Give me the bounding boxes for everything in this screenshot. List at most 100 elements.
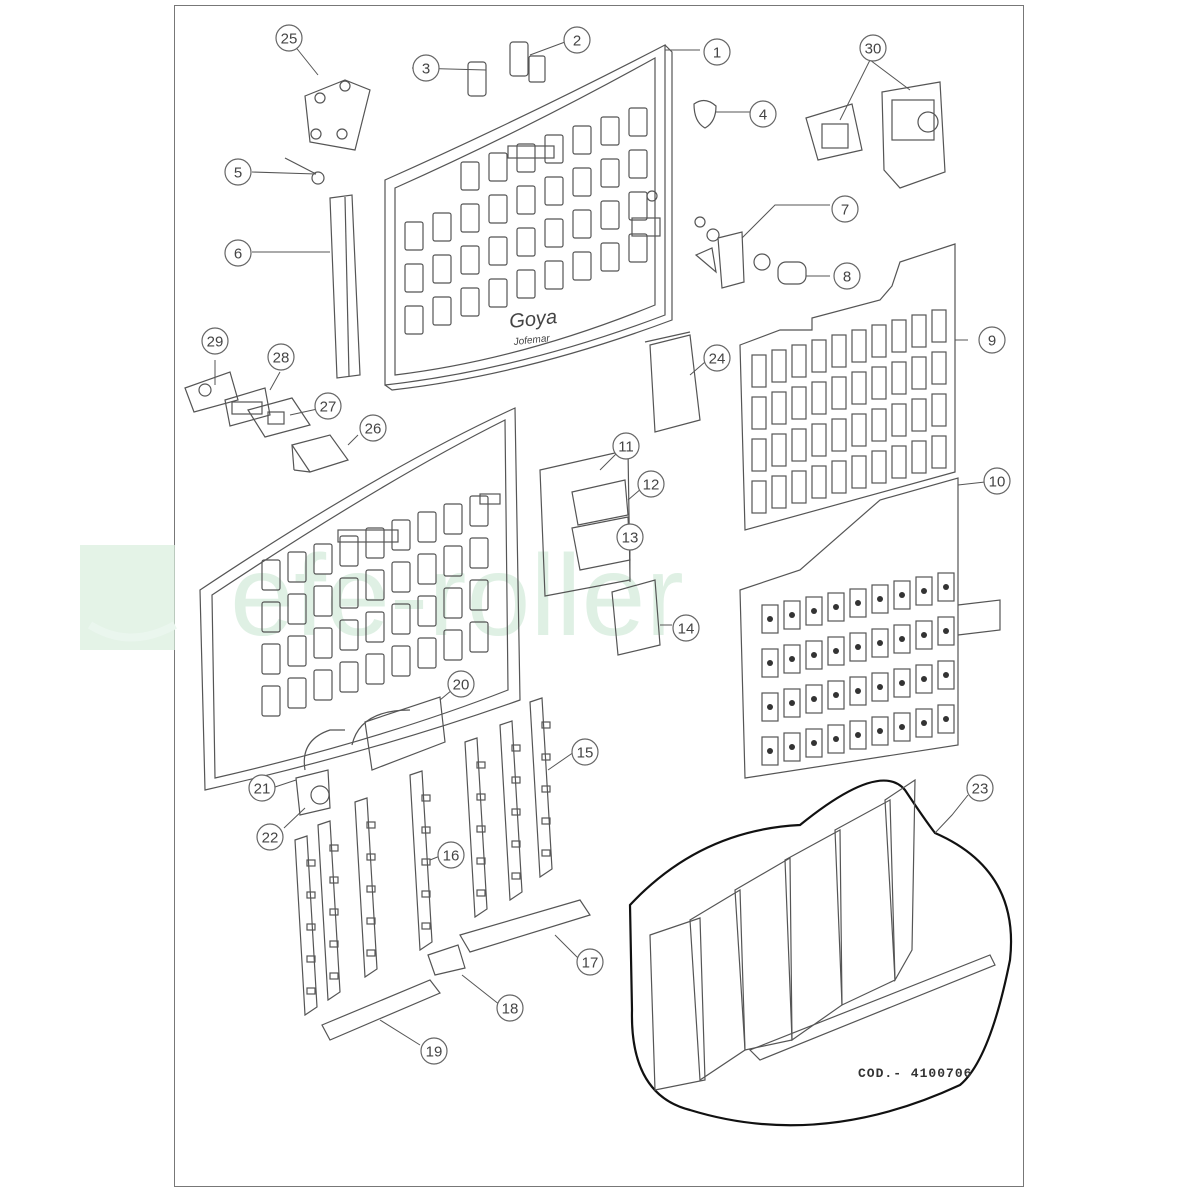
callout-13: 13 — [616, 523, 644, 551]
part-7-lock-cam — [717, 231, 745, 289]
callout-number: 24 — [709, 351, 726, 368]
callout-29: 29 — [201, 327, 229, 355]
callout-19: 19 — [420, 1037, 448, 1065]
callout-number: 18 — [502, 1001, 519, 1018]
callout-number: 16 — [443, 848, 460, 865]
part-9-grid-frame — [739, 243, 956, 531]
callout-2: 2 — [563, 26, 591, 54]
callout-9: 9 — [978, 326, 1006, 354]
part-30-coin-mech-small — [805, 103, 863, 161]
part-19-tray — [321, 979, 441, 1041]
guide-rail-7 — [529, 697, 553, 879]
front-door-panel: Goya Jofemar — [384, 44, 673, 391]
callout-10: 10 — [983, 467, 1011, 495]
callout-number: 4 — [759, 107, 767, 124]
part-6-hinge — [329, 194, 361, 379]
callout-5: 5 — [224, 158, 252, 186]
part-26-holder — [291, 434, 349, 473]
callout-number: 25 — [281, 31, 298, 48]
callout-1: 1 — [703, 38, 731, 66]
callout-number: 12 — [643, 477, 660, 494]
callout-16: 16 — [437, 841, 465, 869]
callout-number: 22 — [262, 830, 279, 847]
callout-18: 18 — [496, 994, 524, 1022]
callout-6: 6 — [224, 239, 252, 267]
part-23-outline — [628, 779, 1013, 1127]
callout-list: 1234567891011121314151617181920212223242… — [201, 24, 1011, 1065]
callout-4: 4 — [749, 100, 777, 128]
callout-number: 11 — [618, 439, 634, 456]
callout-22: 22 — [256, 823, 284, 851]
callout-27: 27 — [314, 392, 342, 420]
guide-rail-4 — [409, 770, 433, 952]
part-29-label — [184, 371, 239, 413]
callout-number: 8 — [843, 269, 851, 286]
callout-7: 7 — [831, 195, 859, 223]
callout-number: 27 — [320, 399, 337, 416]
callout-number: 6 — [234, 246, 242, 263]
callout-number: 17 — [582, 955, 599, 972]
callout-14: 14 — [672, 614, 700, 642]
callout-number: 9 — [988, 333, 996, 350]
leader-lines — [214, 39, 986, 1046]
callout-number: 13 — [622, 530, 639, 547]
guide-rail-3 — [354, 797, 378, 979]
callout-number: 1 — [713, 45, 721, 62]
callout-number: 10 — [989, 474, 1006, 491]
callout-25: 25 — [275, 24, 303, 52]
part-3-plate — [467, 61, 487, 97]
callout-number: 3 — [422, 61, 430, 78]
callout-number: 29 — [207, 334, 224, 351]
part-8-lock-cylinder — [777, 261, 807, 285]
callout-15: 15 — [571, 738, 599, 766]
part-18-clip — [427, 944, 466, 976]
callout-number: 14 — [678, 621, 695, 638]
part-30-coin-mech-large — [881, 81, 946, 189]
part-28-connector — [224, 387, 271, 427]
guide-rail-1 — [294, 835, 318, 1017]
part-20-display-board — [364, 696, 446, 771]
part-23-chute — [649, 917, 706, 1091]
brand-name: Goya — [508, 306, 558, 333]
callout-number: 5 — [234, 165, 242, 182]
callout-number: 20 — [453, 677, 470, 694]
callout-21: 21 — [248, 774, 276, 802]
part-4-knob — [693, 99, 717, 129]
callout-26: 26 — [359, 414, 387, 442]
callout-28: 28 — [267, 343, 295, 371]
part-24-bracket — [649, 334, 701, 433]
part-22-speaker — [295, 769, 331, 816]
callout-11: 11 — [612, 432, 640, 460]
callout-8: 8 — [833, 262, 861, 290]
part-2-plate — [509, 41, 529, 77]
guide-rail-6 — [499, 720, 523, 902]
callout-23: 23 — [966, 774, 994, 802]
callout-20: 20 — [447, 670, 475, 698]
part-10-keypad-board — [739, 477, 959, 779]
callout-number: 26 — [365, 421, 382, 438]
brand-maker: Jofemar — [512, 333, 551, 348]
guide-rail-2 — [317, 820, 341, 1002]
callout-number: 23 — [972, 781, 989, 798]
callout-number: 7 — [841, 202, 849, 219]
callout-number: 28 — [273, 350, 290, 367]
callout-number: 30 — [865, 41, 882, 58]
part-25-plate — [304, 79, 371, 151]
back-door-frame — [199, 407, 521, 791]
callout-number: 2 — [573, 33, 581, 50]
part-5-pin — [284, 157, 317, 175]
callout-12: 12 — [637, 470, 665, 498]
guide-rail-5 — [464, 737, 488, 919]
part-17-tray — [459, 899, 591, 953]
callout-3: 3 — [412, 54, 440, 82]
callout-24: 24 — [703, 344, 731, 372]
callout-number: 15 — [577, 745, 594, 762]
part-27-board — [247, 397, 311, 438]
callout-number: 19 — [426, 1044, 443, 1061]
callout-30: 30 — [859, 34, 887, 62]
drawing-code: COD.- 4100706 — [858, 1066, 973, 1081]
part-14-board — [611, 579, 661, 656]
callout-17: 17 — [576, 948, 604, 976]
